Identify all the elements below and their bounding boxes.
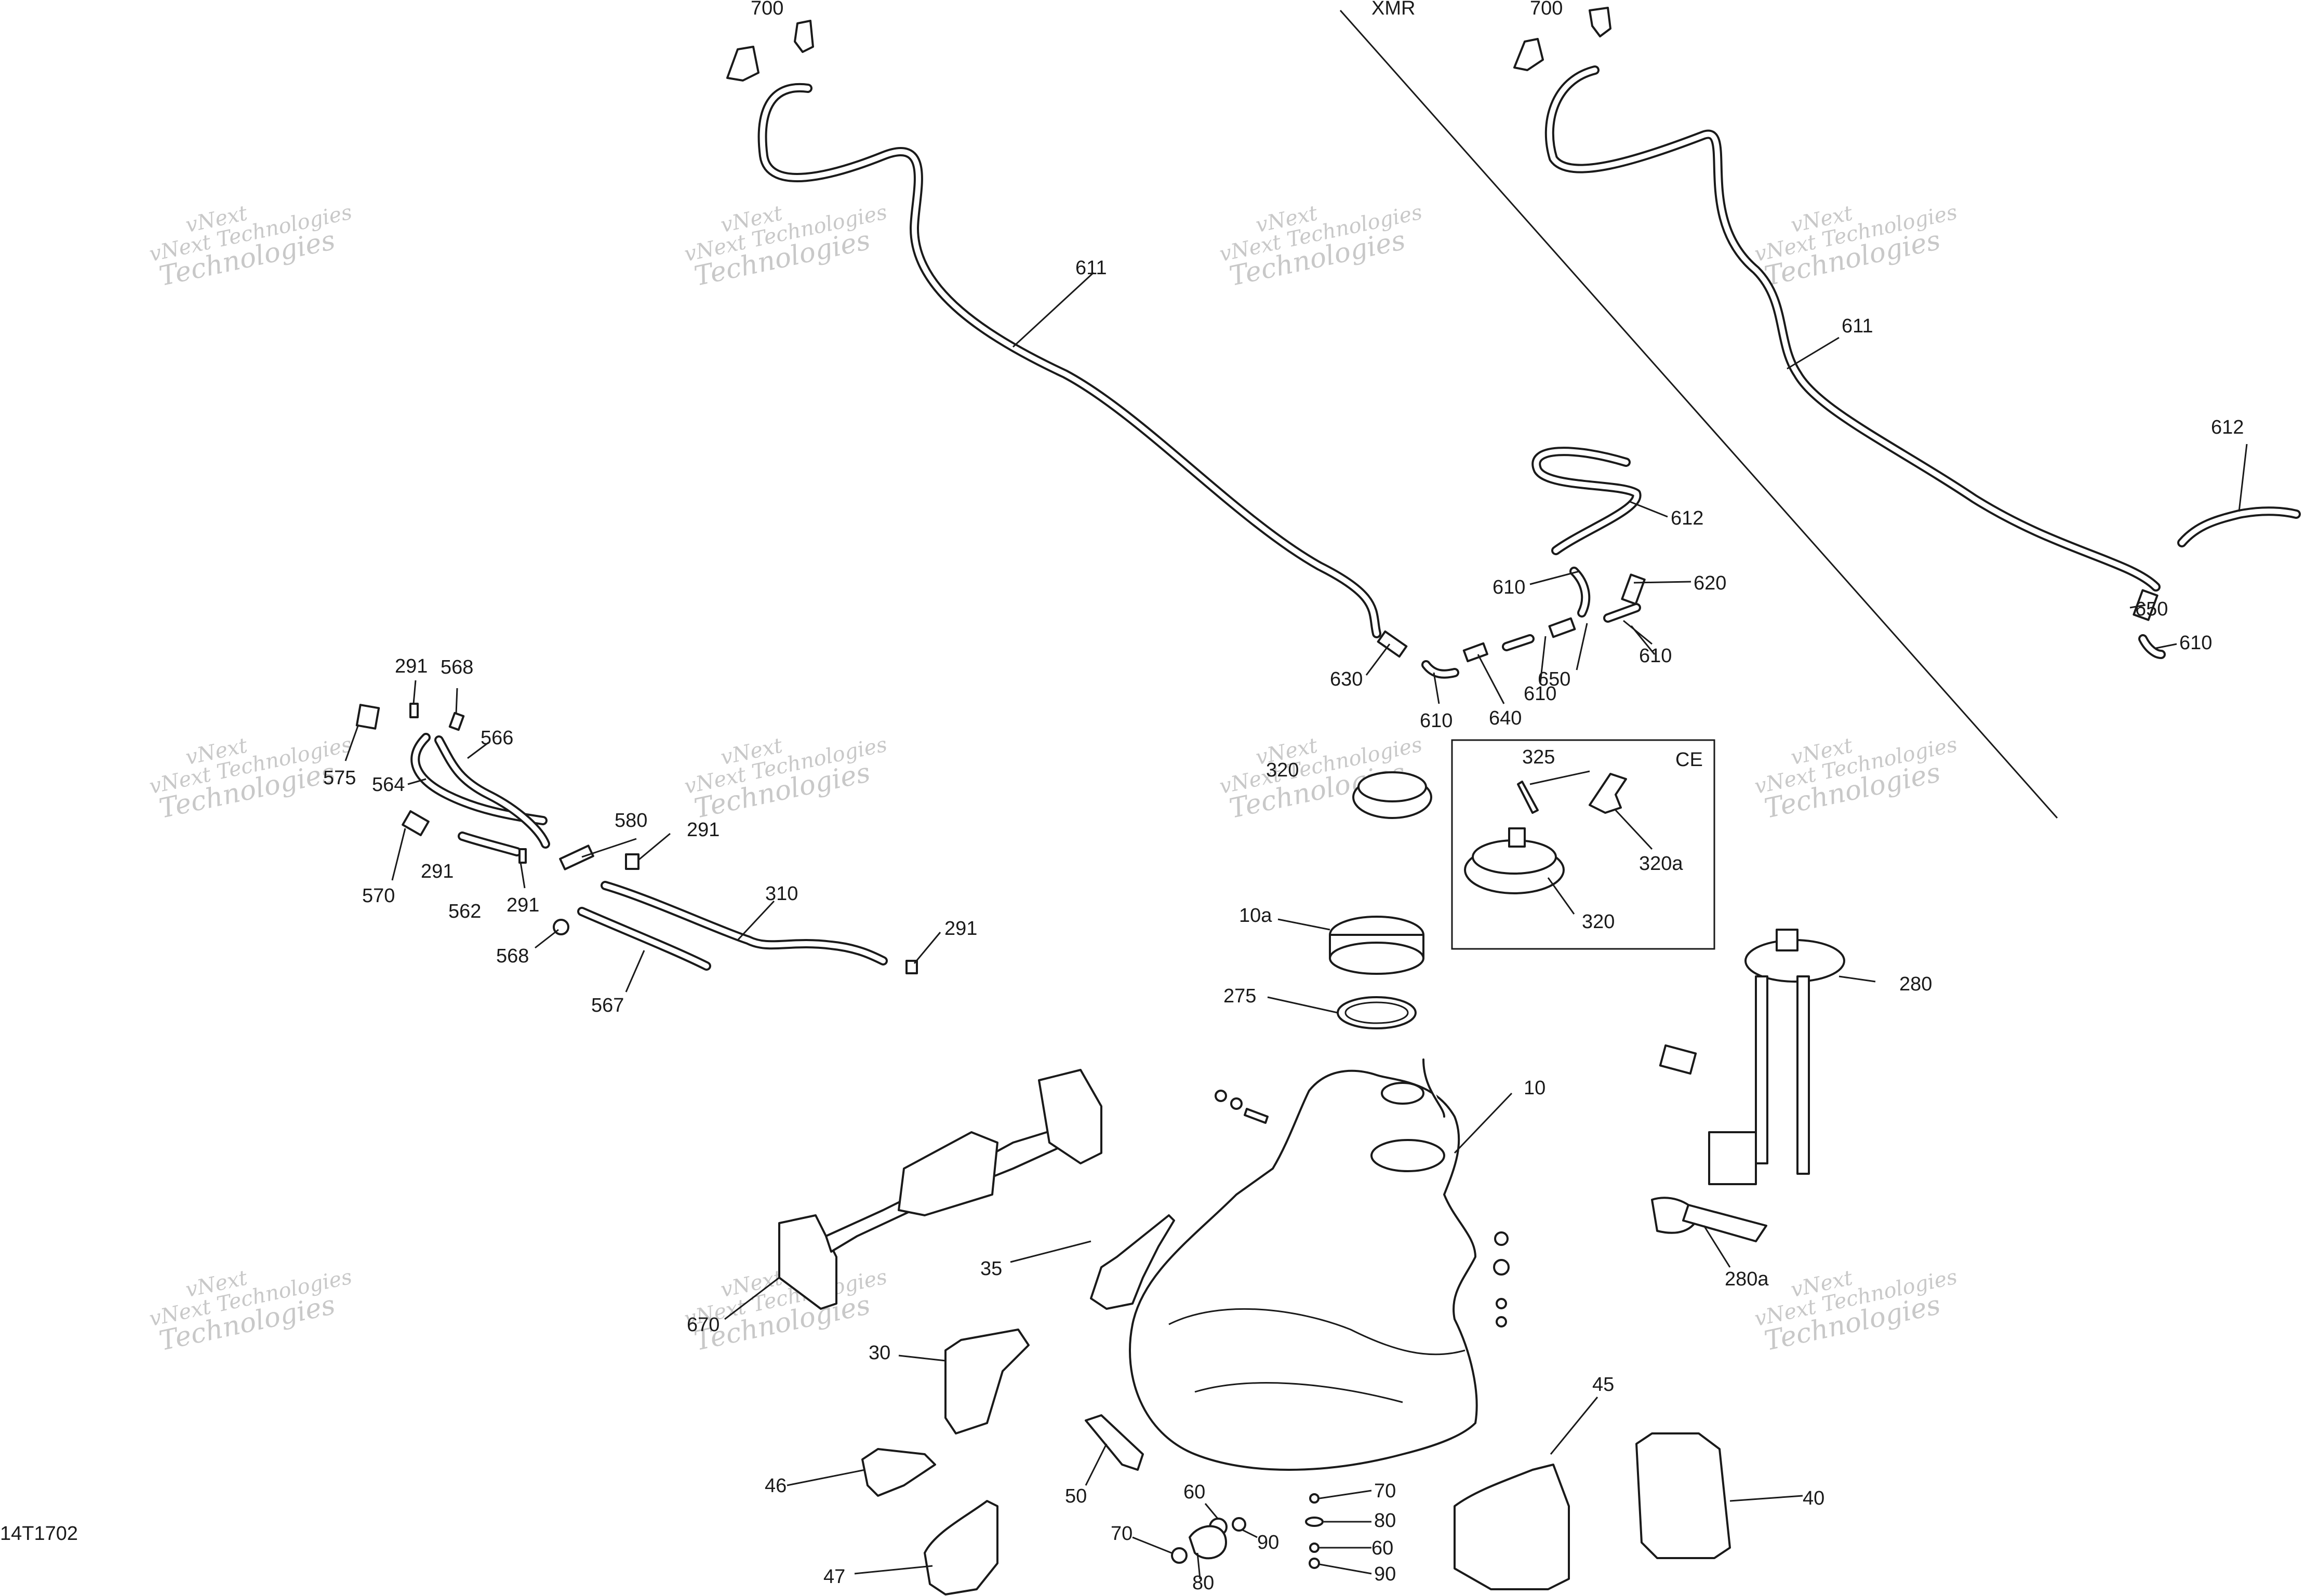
callout-label: 90 <box>1374 1563 1396 1585</box>
callout-label: 291 <box>421 861 454 882</box>
gasket-275 <box>1337 996 1417 1029</box>
heat-shield-47 <box>924 1500 998 1595</box>
fuel-tank-10 <box>1129 1058 1478 1471</box>
callout-label: 50 <box>1065 1485 1087 1507</box>
callout-label: 47 <box>823 1566 845 1588</box>
callout-label: 291 <box>395 655 428 677</box>
watermark: vNext vNext Technologies Technologies <box>1752 732 1959 824</box>
callout-label: 611 <box>1842 315 1873 337</box>
callout-label: 325 <box>1522 746 1555 768</box>
vent-hose-611-left <box>757 83 1381 638</box>
callout-label: 70 <box>1111 1523 1132 1545</box>
vent-hose-612-left <box>1531 447 1642 555</box>
filler-cap-320 <box>1352 771 1432 819</box>
watermark: vNext vNext Technologies Technologies <box>682 200 889 292</box>
heat-shield-35 <box>1090 1214 1175 1310</box>
watermark: vNext vNext Technologies Technologies <box>147 1265 354 1357</box>
fuel-pump-280 <box>1651 929 1845 1242</box>
callout-label: 45 <box>1592 1374 1614 1396</box>
lock-ring-10a <box>1329 916 1424 975</box>
callout-labels: 700 700 611 611 612 612 610 620 610 650 … <box>323 0 2244 1594</box>
callout-label: 320 <box>1266 759 1299 781</box>
clip-700-left <box>726 20 814 82</box>
heat-shield-45 <box>1454 1464 1570 1590</box>
clip-700-right <box>1513 7 1611 71</box>
callout-label: 650 <box>2135 598 2168 620</box>
callout-label: 60 <box>1183 1481 1205 1503</box>
callout-label: 280 <box>1899 973 1932 995</box>
callout-label: 320 <box>1582 911 1615 933</box>
callout-label: 580 <box>615 810 647 831</box>
callout-label: 612 <box>2211 417 2244 438</box>
callout-label: 291 <box>507 894 539 916</box>
callout-label: 630 <box>1330 668 1363 690</box>
watermark: vNext vNext Technologies Technologies <box>147 200 354 292</box>
callout-label: 320a <box>1639 853 1683 875</box>
variant-label-xmr: XMR <box>1371 0 1415 19</box>
vent-hose-612-right <box>2177 506 2301 547</box>
ce-box <box>1451 739 1715 950</box>
callout-label: 700 <box>1530 0 1563 19</box>
filler-hoses-group <box>355 703 918 974</box>
callout-label: 10 <box>1524 1077 1545 1099</box>
callout-label: 567 <box>591 995 624 1016</box>
callout-label: 30 <box>869 1342 890 1364</box>
heat-shield-46 <box>861 1448 936 1497</box>
callout-label: 566 <box>481 727 513 749</box>
callout-label: 610 <box>1524 683 1556 705</box>
watermark: vNext vNext Technologies Technologies <box>1752 1265 1959 1357</box>
callout-label: 40 <box>1803 1487 1824 1509</box>
callout-label: 640 <box>1489 707 1522 729</box>
callout-label: 310 <box>765 883 798 905</box>
callout-label: 568 <box>441 656 473 678</box>
callout-label: 568 <box>496 945 529 967</box>
callout-label: 35 <box>980 1258 1002 1280</box>
key-320a <box>1589 773 1627 814</box>
tether-325 <box>1517 781 1539 814</box>
callout-label: 46 <box>765 1475 787 1497</box>
callout-label: 10a <box>1239 905 1272 927</box>
callout-label: 610 <box>1420 710 1453 732</box>
callout-label: 620 <box>1694 572 1726 594</box>
callout-label: 60 <box>1371 1537 1393 1559</box>
callout-label: 575 <box>323 767 356 789</box>
callout-label: 564 <box>372 774 405 796</box>
callout-label: 670 <box>687 1314 720 1336</box>
callout-label: 610 <box>1639 645 1672 667</box>
callout-label: 280a <box>1725 1268 1769 1290</box>
fasteners <box>1171 1090 1510 1569</box>
callout-label: 611 <box>1075 257 1107 279</box>
leader-lines <box>344 272 2248 1579</box>
xmr-divider-line <box>1339 10 2058 819</box>
strap-50 <box>1085 1414 1144 1471</box>
callout-label: 610 <box>1493 576 1525 598</box>
callout-label: 275 <box>1223 985 1256 1007</box>
callout-label: 291 <box>944 918 977 940</box>
callout-label: 80 <box>1192 1572 1214 1594</box>
callout-label: 612 <box>1671 507 1703 529</box>
watermark: vNext vNext Technologies Technologies <box>682 732 889 824</box>
diagram-code: 14T1702 <box>0 1523 78 1545</box>
callout-label: 80 <box>1374 1510 1396 1532</box>
callout-label: 291 <box>687 819 720 841</box>
vent-hose-611-right <box>1544 65 2161 592</box>
cover-40 <box>1635 1432 1731 1559</box>
ce-box-label: CE <box>1675 749 1703 771</box>
callout-label: 650 <box>1538 668 1570 690</box>
heat-shield-30 <box>944 1329 1030 1434</box>
filler-cap-320-ce <box>1464 827 1565 894</box>
mounting-bracket-670 <box>778 1069 1102 1310</box>
watermark: vNext vNext Technologies Technologies <box>1752 200 1959 292</box>
callout-label: 70 <box>1374 1480 1396 1502</box>
callout-label: 562 <box>448 901 481 922</box>
callout-label: 610 <box>2179 632 2212 654</box>
callout-label: 90 <box>1257 1532 1279 1553</box>
callout-label: 700 <box>751 0 783 19</box>
watermark: vNext vNext Technologies Technologies <box>1217 200 1424 292</box>
callout-label: 570 <box>362 885 395 907</box>
